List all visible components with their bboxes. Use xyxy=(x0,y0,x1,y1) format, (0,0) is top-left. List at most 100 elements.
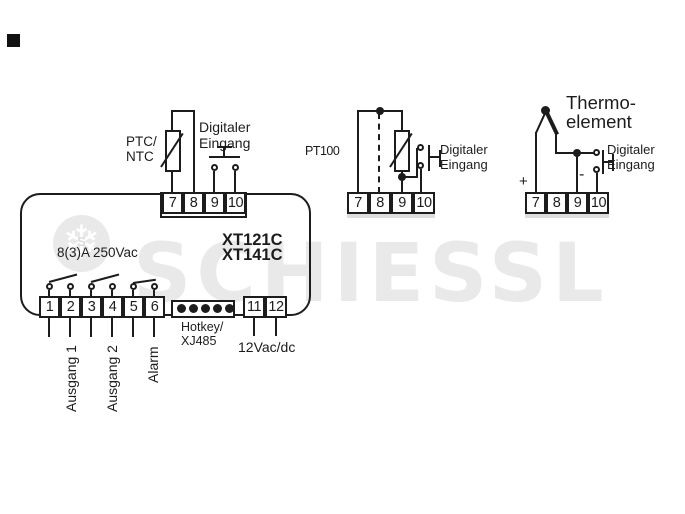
contact-circle xyxy=(593,166,600,173)
wire xyxy=(401,170,403,193)
polarity-plus: + xyxy=(519,173,528,190)
wire xyxy=(401,110,403,132)
watermark-logo-letter: S xyxy=(77,234,86,249)
watermark-logo-circle xyxy=(53,215,110,272)
terminal-8: 8 xyxy=(369,192,391,214)
contact-circle xyxy=(109,283,116,290)
wire xyxy=(555,152,578,154)
digital-input-label: Digitaler Eingang xyxy=(440,142,488,172)
terminal-10: 10 xyxy=(588,192,609,214)
terminal-strip-base xyxy=(347,214,435,218)
push-button-cap xyxy=(217,146,232,148)
hotkey-label-line2: XJ485 xyxy=(181,334,217,348)
terminal-8: 8 xyxy=(183,192,204,214)
contact-stem xyxy=(153,290,155,297)
contact-circle xyxy=(151,283,158,290)
wire xyxy=(535,132,537,193)
compensation-wire xyxy=(378,113,380,193)
digital-input-line1: Digitaler xyxy=(440,142,488,157)
terminal-9: 9 xyxy=(391,192,413,214)
snowflake-icon: ❄ xyxy=(62,216,101,268)
junction-dot xyxy=(541,106,550,115)
hotkey-label: Hotkey/ XJ485 xyxy=(181,320,223,348)
terminal-10: 10 xyxy=(225,192,246,214)
wire xyxy=(596,173,598,193)
page-corner-mark xyxy=(7,34,20,47)
push-button-cap xyxy=(612,154,614,171)
model-line1: XT121C xyxy=(222,231,283,249)
terminal-1: 1 xyxy=(39,296,60,318)
supply-label: 12Vac/dc xyxy=(238,339,296,355)
terminal-7: 7 xyxy=(525,192,546,214)
push-button-icon xyxy=(209,156,240,158)
wire xyxy=(153,318,155,337)
terminal-3: 3 xyxy=(81,296,102,318)
wire xyxy=(69,318,71,337)
wire xyxy=(578,152,594,154)
push-button-icon xyxy=(428,145,430,171)
wire xyxy=(253,318,255,336)
connector-pin xyxy=(213,304,222,313)
relay-rating: 8(3)A 250Vac xyxy=(57,245,138,260)
contact-circle xyxy=(46,283,53,290)
digital-input-line2: Eingang xyxy=(199,134,251,151)
contact-stem xyxy=(132,290,134,297)
connector-pin xyxy=(201,304,210,313)
terminal-5: 5 xyxy=(123,296,144,318)
push-button-stem xyxy=(604,161,613,163)
digital-input-label: Digitaler Eingang xyxy=(607,142,655,172)
wire xyxy=(576,153,578,193)
wire xyxy=(132,318,134,337)
contact-circle xyxy=(130,283,137,290)
terminal-11: 11 xyxy=(243,296,265,318)
digital-input-line2: Eingang xyxy=(607,156,655,172)
output1-label: Ausgang 1 xyxy=(63,345,79,412)
wire xyxy=(90,318,92,337)
wire xyxy=(234,171,236,192)
connector-pin xyxy=(225,304,234,313)
contact-stem xyxy=(48,290,50,297)
terminal-9: 9 xyxy=(567,192,588,214)
contact-circle xyxy=(67,283,74,290)
connector-pin xyxy=(189,304,198,313)
terminal-4: 4 xyxy=(102,296,123,318)
digital-input-label: Digitaler Eingang xyxy=(199,119,251,151)
contact-circle xyxy=(417,162,424,169)
terminal-9: 9 xyxy=(204,192,225,214)
push-button-stem xyxy=(430,156,440,158)
digital-input-line2: Eingang xyxy=(440,156,488,172)
output2-label: Ausgang 2 xyxy=(104,345,120,412)
terminal-12: 12 xyxy=(265,296,287,318)
connector-pin xyxy=(177,304,186,313)
contact-stem xyxy=(111,290,113,297)
contact-circle xyxy=(211,164,218,171)
terminal-2: 2 xyxy=(60,296,81,318)
wire xyxy=(171,110,195,112)
wire xyxy=(275,318,277,336)
terminal-10: 10 xyxy=(413,192,435,214)
model-numbers: XT121C XT141C xyxy=(222,231,283,264)
thermocouple-label-line1: Thermo- xyxy=(566,92,636,113)
hotkey-label-line1: Hotkey/ xyxy=(181,320,224,334)
ptc-label: PTC/ NTC xyxy=(126,134,157,164)
thermocouple-label: Thermo- element xyxy=(566,92,636,132)
push-button-cap xyxy=(439,150,441,167)
digital-input-line1: Digitaler xyxy=(199,119,251,135)
wire xyxy=(357,111,359,193)
contact-circle xyxy=(417,144,424,151)
junction-dot xyxy=(376,107,384,115)
thermocouple-label-line2: element xyxy=(566,110,632,132)
push-button-stem xyxy=(223,148,225,157)
contact-stem xyxy=(90,290,92,297)
wire xyxy=(420,169,422,193)
contact-circle xyxy=(232,164,239,171)
alarm-label: Alarm xyxy=(145,346,161,383)
contact-circle xyxy=(593,149,600,156)
wire xyxy=(193,111,195,193)
contact-stem xyxy=(69,290,71,297)
polarity-minus: - xyxy=(579,166,585,183)
terminal-7: 7 xyxy=(162,192,183,214)
terminal-7: 7 xyxy=(347,192,369,214)
wire xyxy=(48,318,50,337)
